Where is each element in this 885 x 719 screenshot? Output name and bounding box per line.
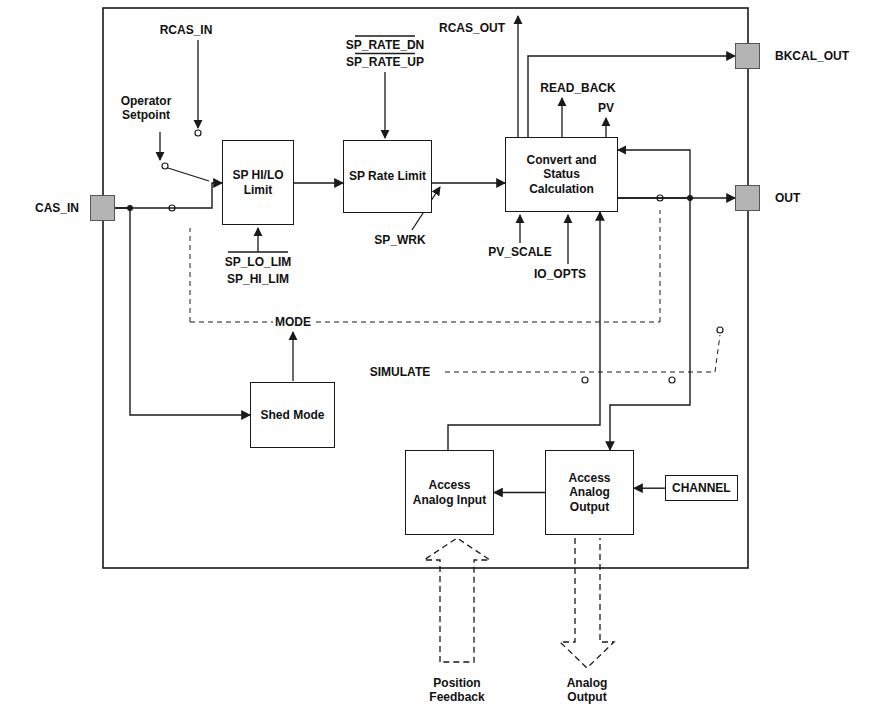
layout-stroke <box>424 538 490 662</box>
rate-limit-box: SP Rate Limit <box>343 140 432 213</box>
signal-label: SP_LO_LIM <box>223 255 294 269</box>
signal-label: SP_HI_LIM <box>225 272 291 286</box>
mode-links <box>190 210 720 372</box>
io-arrows <box>424 538 614 668</box>
signal-label: RCAS_OUT <box>437 21 507 35</box>
signal-connector <box>294 182 343 183</box>
io-access-box: Access Analog Input <box>405 450 494 535</box>
convert-box: Convert and Status Calculation <box>505 137 618 212</box>
output-port: OUT <box>735 185 760 211</box>
port-name: CAS_IN <box>35 201 79 215</box>
layout-stroke <box>660 210 661 322</box>
signal-connector <box>115 208 250 415</box>
signal-connector <box>494 492 545 493</box>
layout-stroke <box>519 215 520 243</box>
layout-stroke <box>292 332 293 381</box>
box-text: Access Analog Output <box>546 469 633 516</box>
box-text: CHANNEL <box>668 479 735 497</box>
layout-stroke <box>605 118 606 137</box>
signal-connector <box>448 212 600 450</box>
layout-stroke <box>561 98 562 137</box>
layout-stroke <box>190 228 191 322</box>
layout-stroke <box>190 322 660 323</box>
layout-stroke <box>618 150 690 198</box>
signal-connector <box>634 487 665 488</box>
box-text: Access Analog Input <box>406 476 493 509</box>
switch-contacts <box>162 130 723 383</box>
signal-label: SP_RATE_UP <box>344 55 426 69</box>
layout-stroke <box>582 377 588 383</box>
signal-label: Operator Setpoint <box>106 94 186 123</box>
layout-stroke <box>355 35 415 36</box>
layout-stroke <box>384 72 385 138</box>
input-port: CAS_IN <box>90 195 115 221</box>
layout-stroke <box>517 16 518 137</box>
signal-label: SP_WRK <box>372 233 427 247</box>
shed-mode-box: Shed Mode <box>250 382 335 448</box>
layout-stroke <box>257 228 258 252</box>
channel-box: CHANNEL <box>665 475 738 501</box>
layout-stroke <box>162 163 168 169</box>
signal-connector <box>115 183 222 208</box>
signal-connector <box>528 56 735 137</box>
layout-stroke <box>717 327 723 333</box>
layout-stroke <box>669 377 675 383</box>
signal-connector <box>432 182 505 183</box>
signal-label: MODE <box>273 315 313 329</box>
layout-stroke <box>159 132 160 160</box>
port-name: OUT <box>775 191 800 205</box>
box-text: Convert and Status Calculation <box>506 151 617 198</box>
signal-label: Position Feedback <box>418 676 496 705</box>
signal-label: PV_SCALE <box>486 245 553 259</box>
layout-stroke <box>195 130 201 136</box>
layout-stroke <box>715 335 720 372</box>
layout-stroke <box>197 40 198 128</box>
port-name: BKCAL_OUT <box>775 49 849 63</box>
block-outline <box>103 8 748 568</box>
layout-stroke <box>560 538 614 668</box>
signal-arrows <box>160 16 690 381</box>
signal-label: PV <box>596 101 616 115</box>
layout-stroke <box>445 372 715 373</box>
layout-stroke <box>567 215 568 264</box>
output-port: BKCAL_OUT <box>735 43 760 69</box>
signal-label: READ_BACK <box>538 81 617 95</box>
signal-label: SP_RATE_DN <box>344 38 426 52</box>
signal-label: RCAS_IN <box>158 23 215 37</box>
box-text: SP Rate Limit <box>345 167 430 185</box>
signal-label: IO_OPTS <box>532 267 588 281</box>
layout-stroke <box>355 53 415 54</box>
io-access-box: Access Analog Output <box>545 450 634 535</box>
box-text: SP HI/LO Limit <box>223 166 293 199</box>
box-text: Shed Mode <box>256 406 328 424</box>
layout-stroke <box>168 168 209 181</box>
signal-label: Analog Output <box>553 676 621 705</box>
limit-box: SP HI/LO Limit <box>222 140 294 225</box>
signal-label: SIMULATE <box>368 365 432 379</box>
signal-connector <box>610 198 690 450</box>
